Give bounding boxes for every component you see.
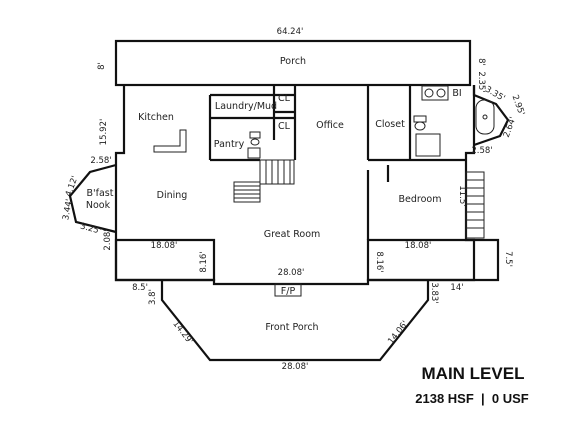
front-porch-outline xyxy=(160,280,430,362)
office-label: Office xyxy=(316,120,344,131)
great-room-label: Great Room xyxy=(264,229,321,240)
dim-great-28-08: 28.08' xyxy=(278,268,305,278)
house-outline xyxy=(114,85,476,286)
left-wing-outline xyxy=(114,238,216,282)
bedroom-label: Bedroom xyxy=(399,194,442,205)
closet-cl1-label: CL xyxy=(278,93,291,104)
pantry-label: Pantry xyxy=(214,139,245,150)
dim-left-2-58: 2.58' xyxy=(90,156,111,166)
closet-cl2-label: CL xyxy=(278,121,291,132)
right-stairs xyxy=(465,171,485,239)
closet-label: Closet xyxy=(375,119,405,130)
dim-top-width: 64.24' xyxy=(277,27,304,37)
front-porch-label: Front Porch xyxy=(265,322,318,333)
dim-left-3-8: 3.8' xyxy=(148,289,158,305)
bathtub-icon xyxy=(475,99,495,135)
fireplace-label: F/P xyxy=(281,286,296,297)
dim-right-2-95: 2.95' xyxy=(510,94,527,117)
kitchen-counter xyxy=(153,129,187,153)
dim-right-18-08: 18.08' xyxy=(405,241,432,251)
dim-right-2-64: 2.64' xyxy=(502,116,519,139)
stove-icon xyxy=(421,85,449,101)
laundry-label: Laundry/Mud xyxy=(215,101,277,112)
plan-title: MAIN LEVEL xyxy=(422,364,525,383)
porch-label: Porch xyxy=(280,56,306,67)
vanity-icon xyxy=(415,133,441,157)
dim-right-2-58: 2.58' xyxy=(471,146,492,156)
central-stairs xyxy=(233,159,295,203)
dim-nook-3-44: 3.44' xyxy=(61,198,75,221)
dim-bottom-28-08: 28.08' xyxy=(282,362,309,372)
dim-diag-left-14-29: 14.29' xyxy=(170,319,194,346)
dim-right-8: 8' xyxy=(476,58,486,66)
dim-diag-right-14-06: 14.06' xyxy=(386,319,410,346)
dim-great-8-16-left: 8.16' xyxy=(199,251,209,272)
pantry-toilet-icon xyxy=(247,131,261,159)
porch-outline xyxy=(114,39,472,87)
dim-kitchen-15-92: 15.92' xyxy=(99,119,109,146)
dim-porch-depth: 8' xyxy=(97,62,107,70)
dim-right-14: 14' xyxy=(450,283,463,293)
kitchen-label: Kitchen xyxy=(138,112,174,123)
dim-left-2-08: 2.08' xyxy=(103,229,113,250)
dining-label: Dining xyxy=(157,190,188,201)
fireplace-box xyxy=(274,283,302,297)
nook-label: Nook xyxy=(86,200,111,211)
dim-bed-11-5: 11.5' xyxy=(457,185,467,206)
dim-right-2-35: 2.35' xyxy=(476,71,486,92)
bi-label: BI xyxy=(452,88,461,99)
toilet-icon xyxy=(413,115,427,131)
tub-bay-outline xyxy=(472,85,510,147)
nook-bay-outline xyxy=(68,163,117,234)
dim-left-18-08: 18.08' xyxy=(151,241,178,251)
dim-right-7-5: 7.5' xyxy=(503,251,513,267)
dim-great-8-16-right: 8.16' xyxy=(374,251,384,272)
right-wing-outline xyxy=(366,238,500,282)
dim-left-8-5: 8.5' xyxy=(132,283,148,293)
dim-right-3-83: 3.83' xyxy=(429,282,439,303)
dim-nook-3-25: 3.25' xyxy=(79,221,102,236)
plan-subtitle: 2138 HSF | 0 USF xyxy=(415,391,529,406)
bfast-label: B'fast xyxy=(87,188,114,199)
